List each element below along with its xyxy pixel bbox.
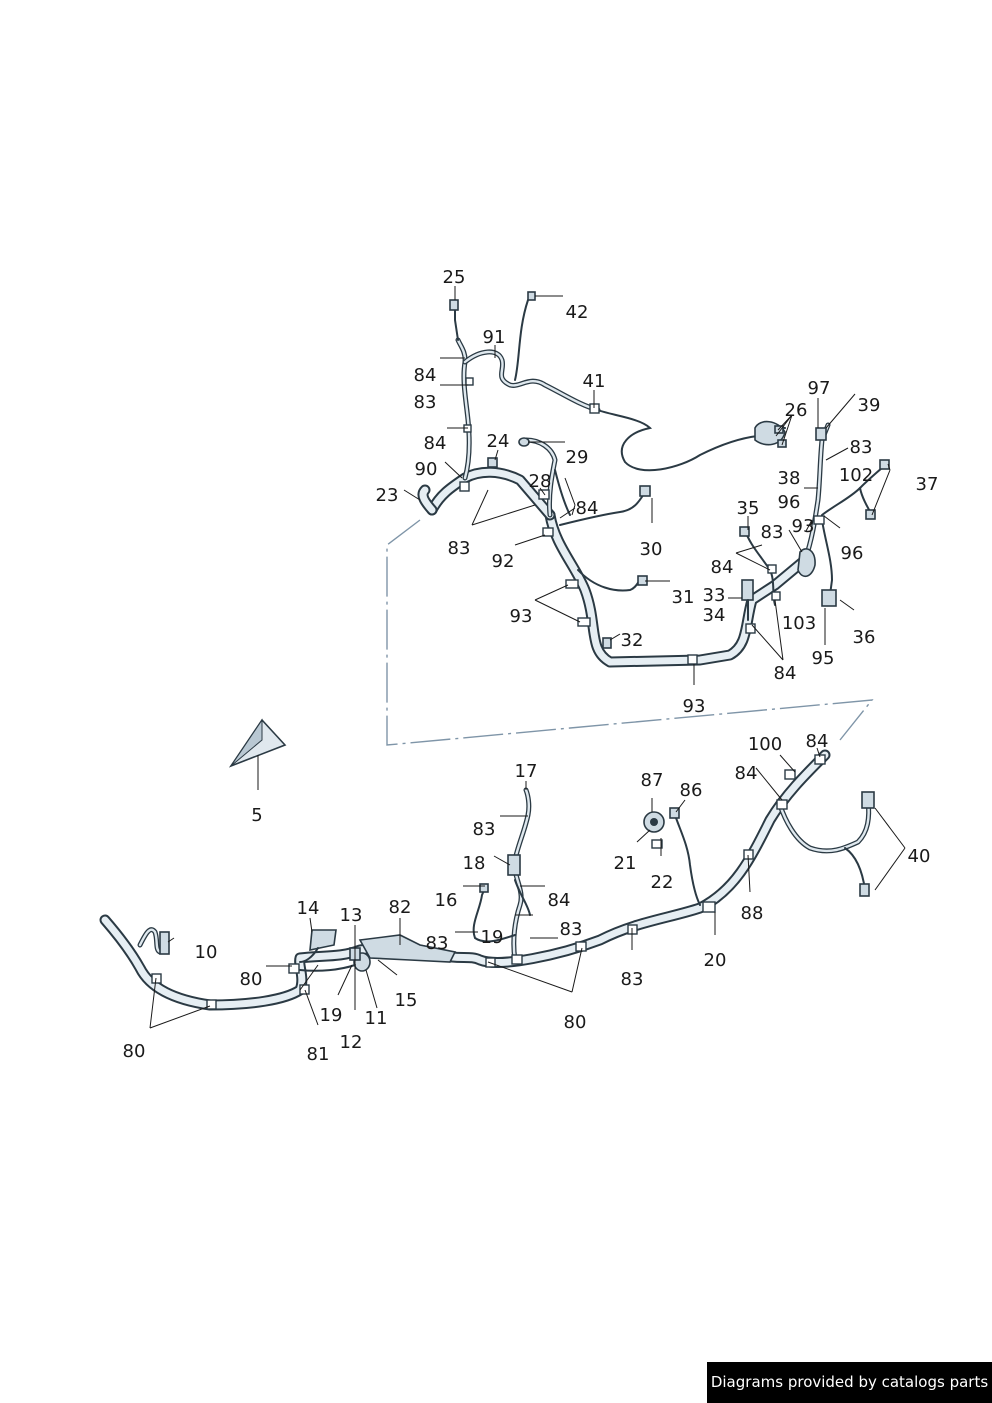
callout-35: 35 [737, 498, 760, 519]
callout-102: 102 [839, 465, 873, 486]
callout-91: 91 [483, 327, 506, 348]
callout-41: 41 [583, 371, 606, 392]
callout-15: 15 [395, 990, 418, 1011]
callout-22: 22 [651, 872, 674, 893]
callout-32: 32 [621, 630, 644, 651]
callout-84: 84 [735, 763, 758, 784]
callout-97: 97 [808, 378, 831, 399]
callout-84: 84 [711, 557, 734, 578]
callout-34: 34 [703, 605, 726, 626]
callout-36: 36 [853, 627, 876, 648]
callout-82: 82 [389, 897, 412, 918]
callout-90: 90 [415, 459, 438, 480]
callout-93: 93 [510, 606, 533, 627]
callout-86: 86 [680, 780, 703, 801]
callout-83: 83 [850, 437, 873, 458]
callout-84: 84 [806, 731, 829, 752]
callout-84: 84 [774, 663, 797, 684]
callout-84: 84 [548, 890, 571, 911]
callout-84: 84 [424, 433, 447, 454]
callout-26: 26 [785, 400, 808, 421]
footer-credit: Diagrams provided by catalogs parts [707, 1362, 992, 1403]
assembly-link-lines [386, 519, 874, 746]
callout-96: 96 [841, 543, 864, 564]
callout-16: 16 [435, 890, 458, 911]
callout-95: 95 [812, 648, 835, 669]
callout-38: 38 [778, 468, 801, 489]
callout-100: 100 [748, 734, 782, 755]
callout-81: 81 [307, 1044, 330, 1065]
callout-28: 28 [529, 471, 552, 492]
callout-83: 83 [414, 392, 437, 413]
callout-92: 92 [492, 551, 515, 572]
callout-24: 24 [487, 431, 510, 452]
callout-83: 83 [426, 933, 449, 954]
callout-83: 83 [448, 538, 471, 559]
callout-84: 84 [414, 365, 437, 386]
callout-83: 83 [621, 969, 644, 990]
callout-83: 83 [761, 522, 784, 543]
callout-23: 23 [376, 485, 399, 506]
callout-96: 96 [778, 492, 801, 513]
callout-93: 93 [792, 516, 815, 537]
callout-42: 42 [566, 302, 589, 323]
callout-25: 25 [443, 267, 466, 288]
callout-88: 88 [741, 903, 764, 924]
callout-12: 12 [340, 1032, 363, 1053]
callout-21: 21 [614, 853, 637, 874]
callout-13: 13 [340, 905, 363, 926]
callout-17: 17 [515, 761, 538, 782]
callout-84: 84 [576, 498, 599, 519]
callout-29: 29 [566, 447, 589, 468]
callout-103: 103 [782, 613, 816, 634]
lower-harness [99, 749, 875, 1011]
callout-39: 39 [858, 395, 881, 416]
callout-83: 83 [560, 919, 583, 940]
callout-33: 33 [703, 585, 726, 606]
callout-31: 31 [672, 587, 695, 608]
callout-37: 37 [916, 474, 939, 495]
callout-87: 87 [641, 770, 664, 791]
callout-19: 19 [320, 1005, 343, 1026]
callout-80: 80 [240, 969, 263, 990]
callout-93: 93 [683, 696, 706, 717]
callout-14: 14 [297, 898, 320, 919]
callout-5: 5 [251, 805, 262, 826]
leader-lines [149, 286, 906, 1029]
callout-19: 19 [481, 927, 504, 948]
callout-18: 18 [463, 853, 486, 874]
callout-20: 20 [704, 950, 727, 971]
callout-83: 83 [473, 819, 496, 840]
callout-30: 30 [640, 539, 663, 560]
callout-11: 11 [365, 1008, 388, 1029]
callout-10: 10 [195, 942, 218, 963]
callout-80: 80 [564, 1012, 587, 1033]
callout-80: 80 [123, 1041, 146, 1062]
callout-labels: 25 42 91 84 83 41 97 39 26 84 24 29 83 9… [123, 267, 939, 1065]
callout-40: 40 [908, 846, 931, 867]
